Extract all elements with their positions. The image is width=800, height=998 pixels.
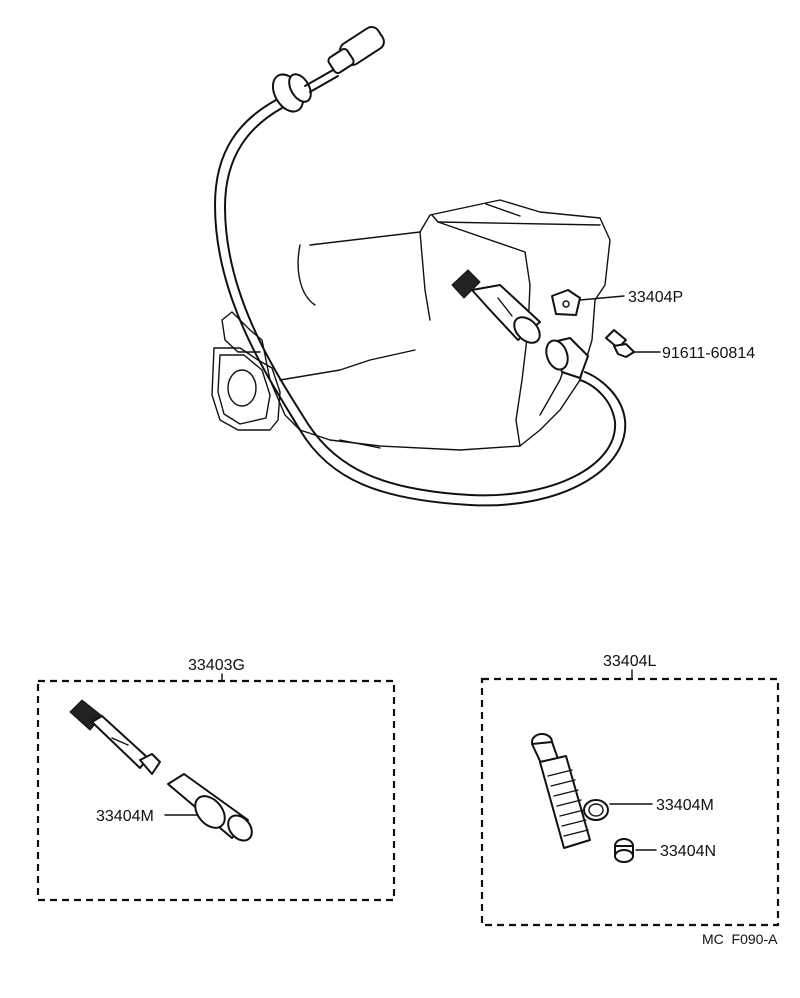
- cable-grommet: [271, 73, 312, 113]
- cable-connector: [327, 26, 385, 75]
- figure-code: MC F090-A: [702, 931, 778, 947]
- label-seal-kit: 33404L: [603, 653, 656, 670]
- label-gasket: 33404P: [628, 289, 683, 306]
- speedometer-cable: [214, 26, 627, 507]
- plug-part: [614, 838, 634, 863]
- sleeve: [167, 773, 253, 842]
- driven-gear-installed: [451, 269, 541, 344]
- sleeve-installed: [545, 337, 589, 379]
- label-bolt: 91611-60814: [662, 345, 755, 362]
- o-ring: [583, 799, 609, 821]
- seal-sleeve: [531, 733, 591, 849]
- driven-gear: [69, 699, 161, 775]
- label-sleeve-left: 33404M: [96, 808, 154, 825]
- label-driven-gear-kit: 33403G: [188, 657, 245, 674]
- leader-gasket: [579, 295, 625, 301]
- transmission-housing: [211, 199, 611, 451]
- bolt-part: [605, 329, 635, 358]
- gasket-plate: [551, 289, 581, 316]
- label-plug: 33404N: [660, 843, 716, 860]
- label-oring-right: 33404M: [656, 797, 714, 814]
- kit-box-33404L: [480, 677, 780, 927]
